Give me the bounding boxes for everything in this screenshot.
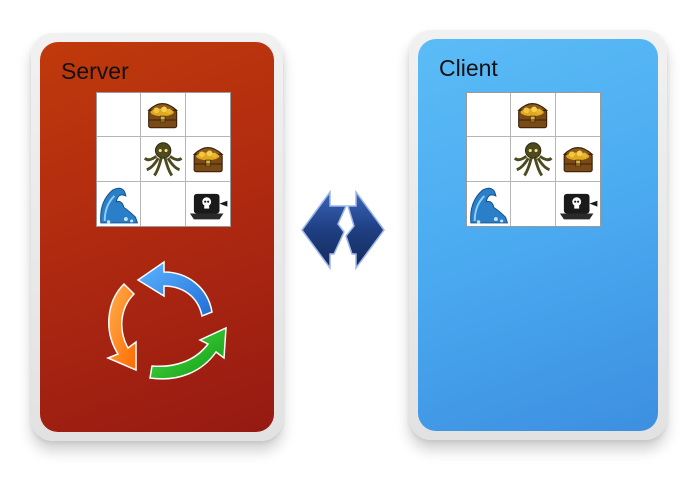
grid-cell	[141, 181, 186, 226]
grid-cell	[141, 93, 186, 138]
bidirectional-sync-arrows-icon	[301, 189, 385, 271]
grid-cell	[555, 137, 600, 182]
cycle-arrow-blue	[136, 260, 213, 318]
server-card-body: Server	[40, 42, 274, 432]
update-cycle-arrows-icon	[106, 260, 227, 380]
grid-cell	[511, 181, 556, 226]
grid-cell	[186, 182, 230, 226]
grid-cell	[511, 93, 556, 138]
grid-cell	[97, 137, 142, 182]
sync-arrow-right	[345, 189, 385, 271]
grid-cell	[511, 137, 556, 182]
client-game-grid	[466, 92, 601, 227]
grid-cell	[556, 182, 600, 226]
grid-cell	[555, 93, 600, 138]
server-card: Server	[31, 33, 283, 441]
server-title: Server	[61, 58, 129, 84]
cycle-arrow-orange	[106, 282, 137, 372]
client-card: Client	[409, 30, 667, 440]
grid-cell	[97, 181, 142, 226]
grid-cell	[467, 93, 512, 138]
client-title: Client	[439, 55, 498, 81]
client-card-body: Client	[418, 39, 658, 431]
sync-arrow-left	[301, 189, 348, 271]
grid-cell	[97, 93, 142, 138]
grid-cell	[185, 93, 230, 138]
server-game-grid	[96, 92, 231, 227]
grid-cell	[467, 181, 512, 226]
grid-cell	[141, 137, 186, 182]
cycle-arrow-green	[149, 326, 227, 380]
grid-cell	[467, 137, 512, 182]
grid-cell	[185, 137, 230, 182]
